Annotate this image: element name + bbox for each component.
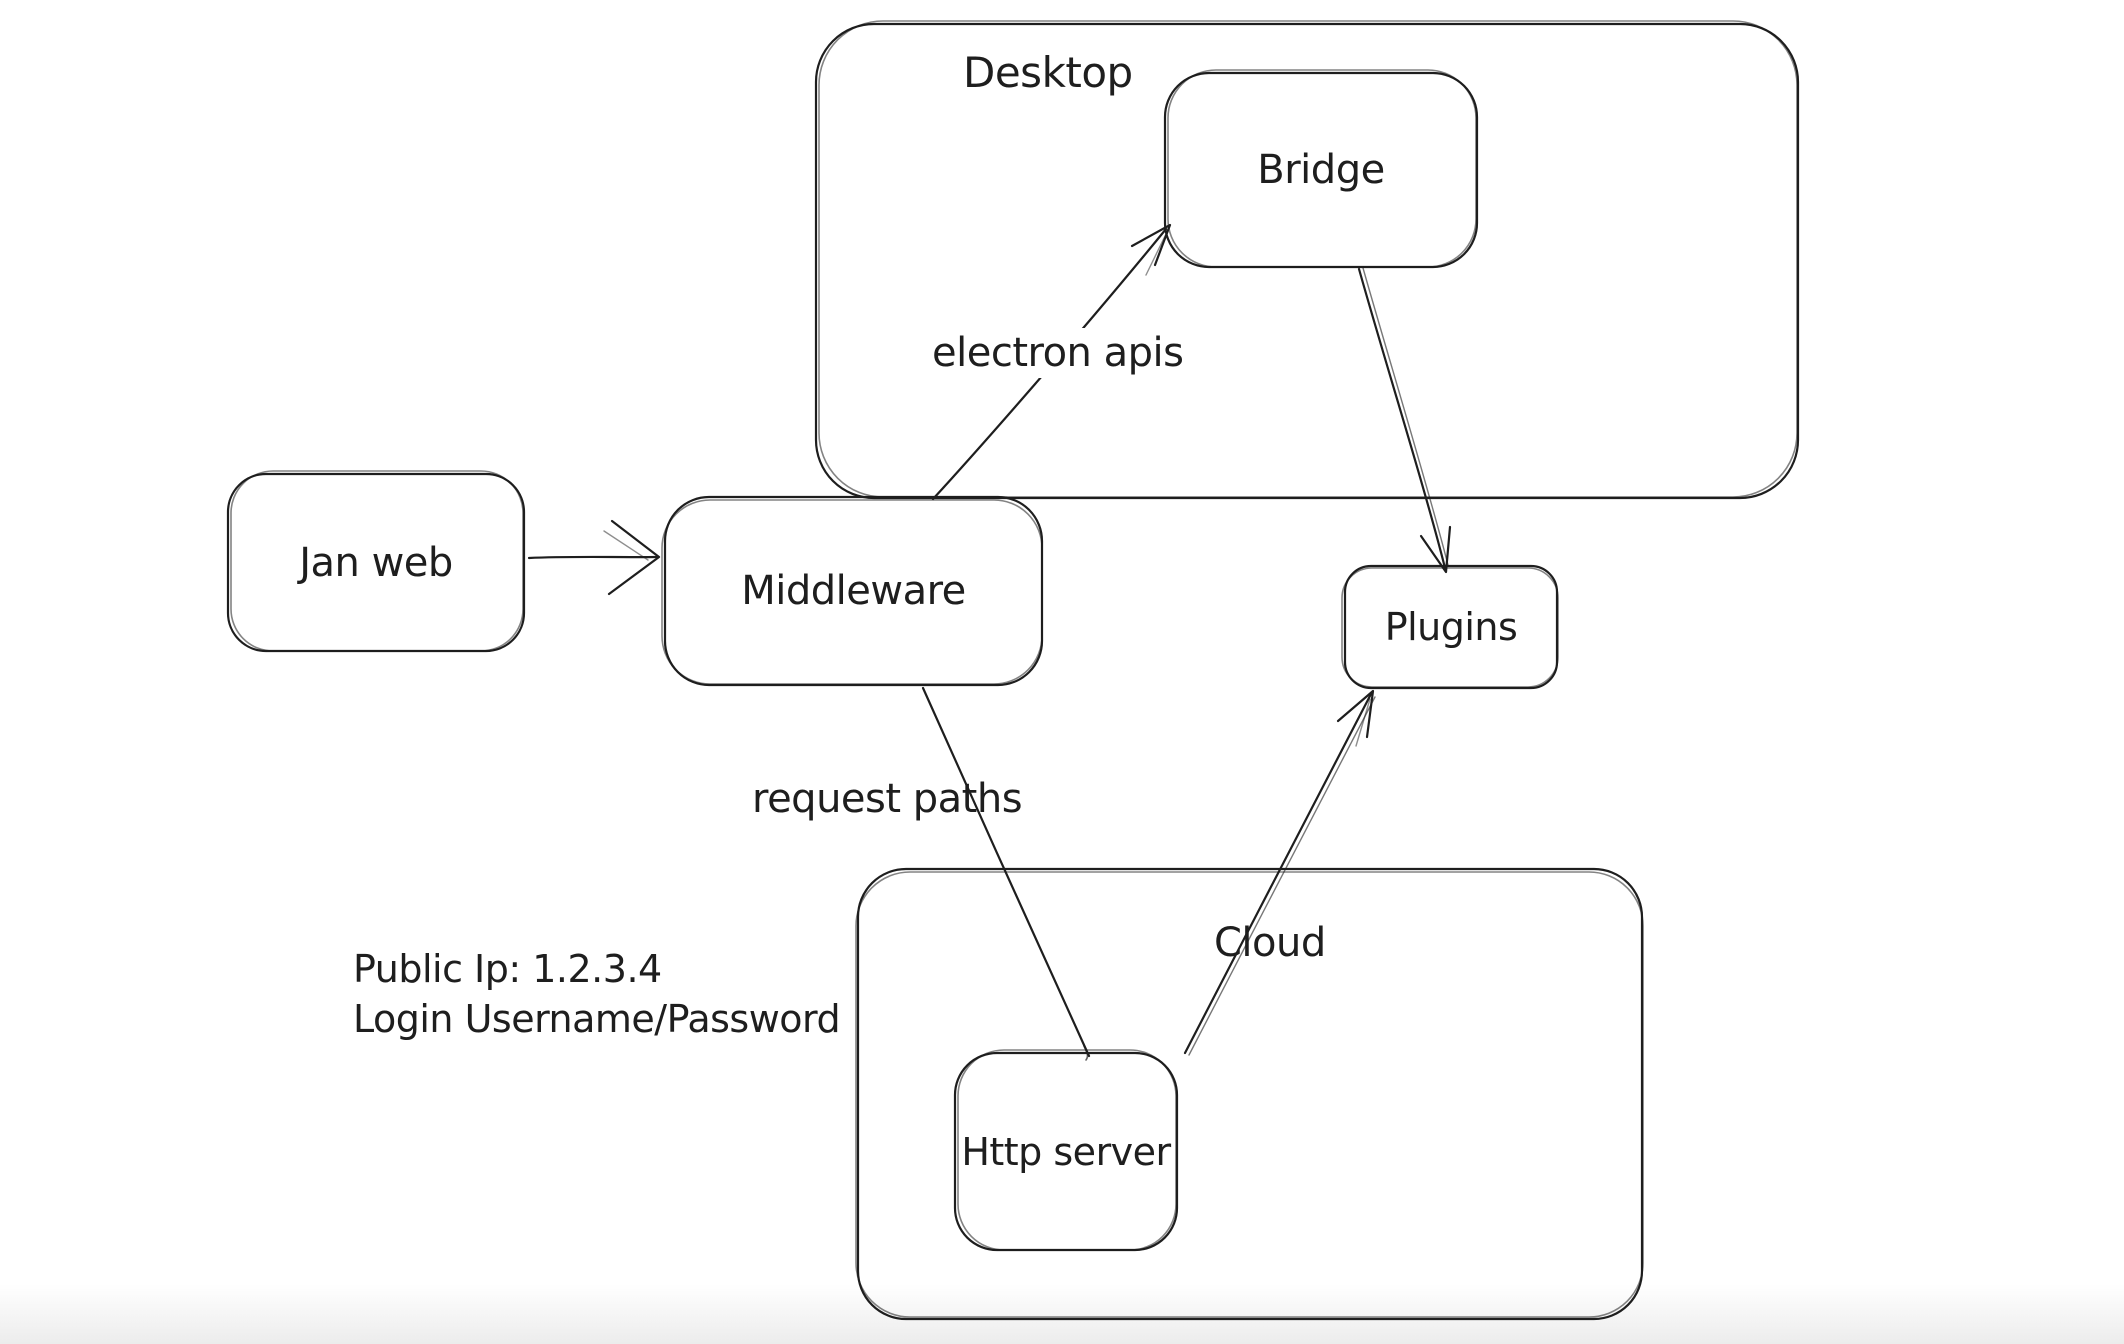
container-label-desktop[interactable]: Desktop [963,48,1133,97]
node-plugins-box[interactable] [1341,564,1559,690]
canvas-bottom-fade [0,1284,2124,1344]
node-bridge-box[interactable] [1163,69,1479,269]
edge-middleware-httpserver-line[interactable] [921,686,1091,1061]
node-middleware-box[interactable] [661,495,1044,687]
node-label-bridge[interactable]: Bridge [1257,147,1385,193]
node-jan-web-box[interactable] [226,470,526,653]
node-label-middleware[interactable]: Middleware [741,568,966,614]
edge-janweb-middleware-arrow[interactable] [527,519,661,596]
node-label-plugins[interactable]: Plugins [1384,605,1518,649]
edge-httpserver-plugins-arrow[interactable] [1183,689,1376,1056]
annotation-text[interactable]: Public Ip: 1.2.3.4 Login Username/Passwo… [353,944,841,1044]
edge-label-electron-apis[interactable]: electron apis [922,328,1194,378]
node-http-server-box[interactable] [953,1049,1179,1252]
edge-label-request-paths[interactable]: request paths [752,776,1023,822]
container-label-cloud[interactable]: Cloud [1214,920,1326,966]
cloud-container-box[interactable] [855,867,1644,1321]
node-label-jan-web[interactable]: Jan web [299,539,453,586]
desktop-container-box[interactable] [814,20,1800,500]
edge-middleware-bridge-arrow[interactable] [931,223,1172,501]
node-label-http-server[interactable]: Http server [961,1129,1171,1174]
annotation-line-login: Login Username/Password [353,997,841,1041]
edge-bridge-plugins-arrow[interactable] [1357,267,1452,574]
annotation-line-public-ip: Public Ip: 1.2.3.4 [353,947,662,991]
